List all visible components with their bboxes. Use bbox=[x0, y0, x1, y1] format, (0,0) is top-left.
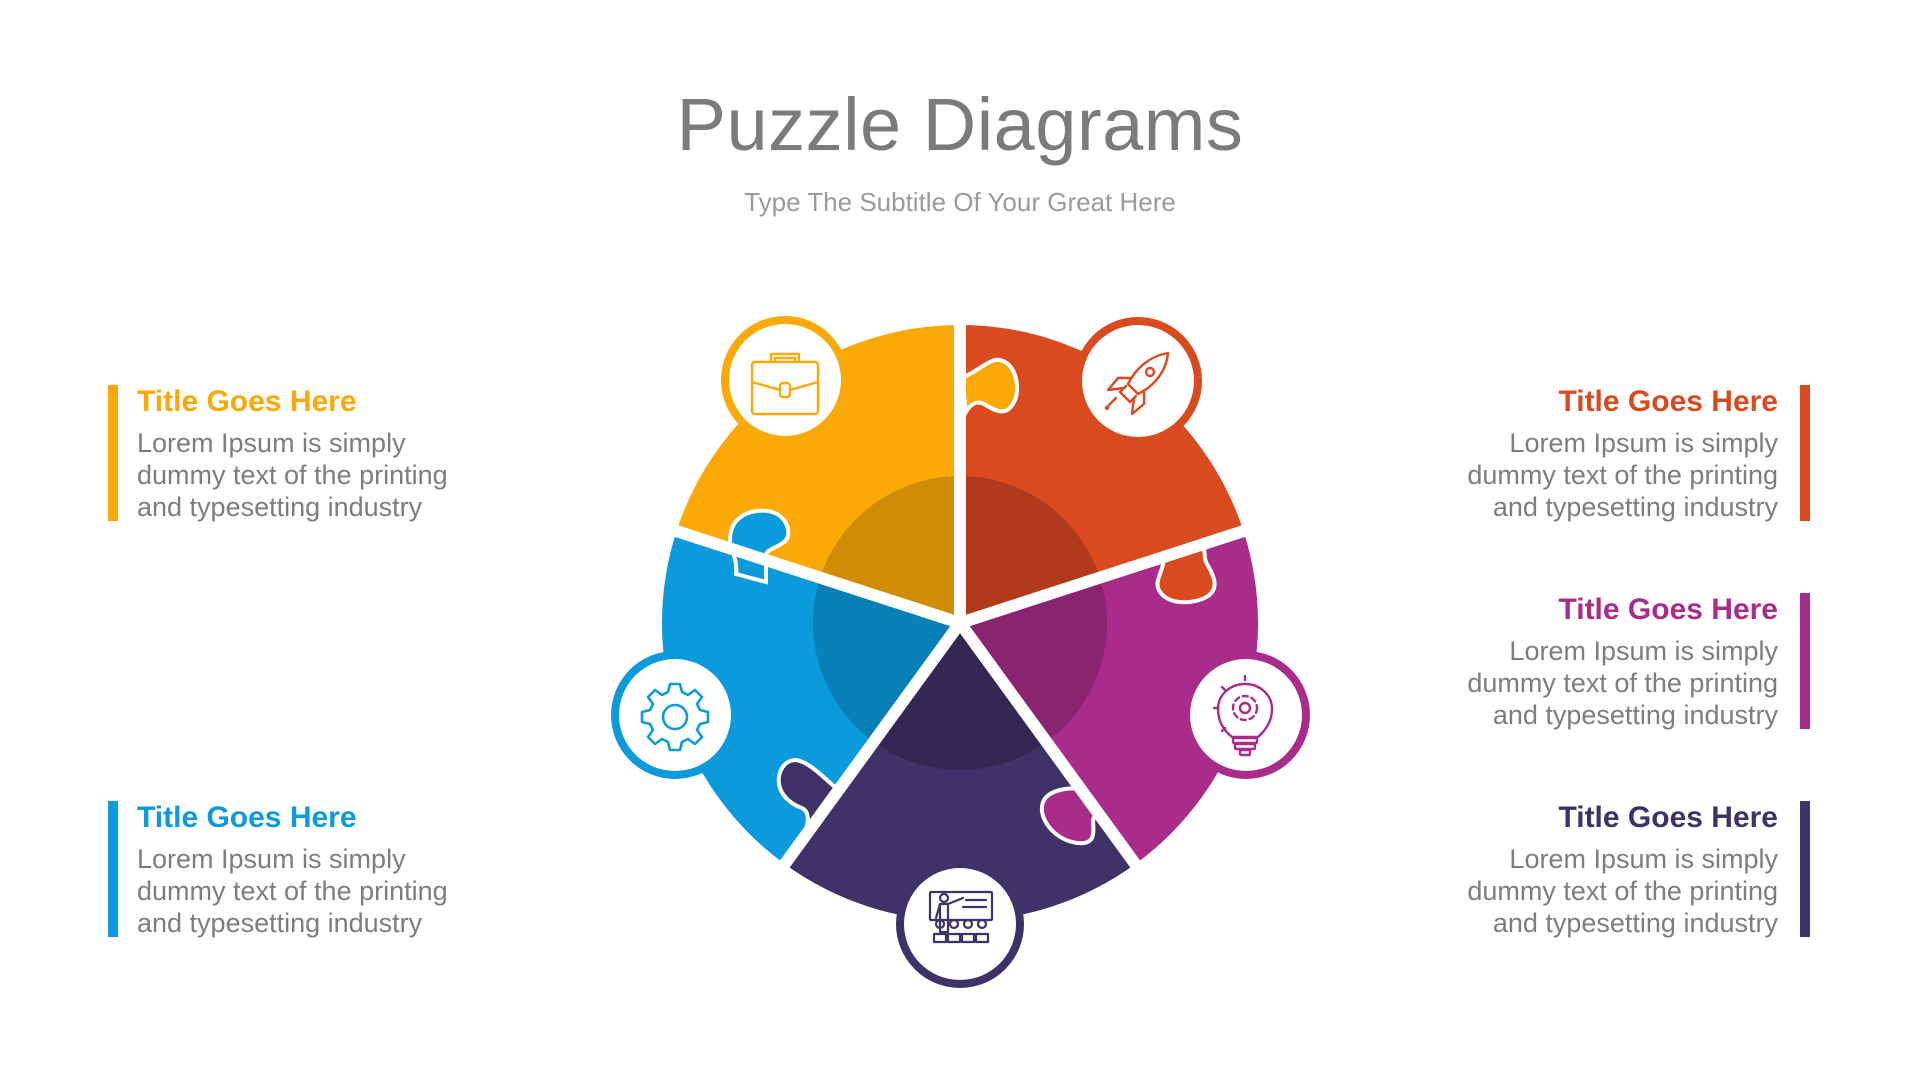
icon-circle-red[interactable] bbox=[1074, 317, 1202, 445]
block-description: Lorem Ipsum is simply dummy text of the … bbox=[1418, 843, 1778, 939]
briefcase-icon bbox=[750, 352, 820, 416]
description-line: Lorem Ipsum is simply bbox=[137, 844, 406, 874]
icon-circle-blue[interactable] bbox=[611, 651, 739, 779]
description-line: dummy text of the printing bbox=[1467, 668, 1778, 698]
lightbulb-gear-icon bbox=[1212, 674, 1274, 757]
description-line: dummy text of the printing bbox=[1467, 460, 1778, 490]
icon-circle-purple[interactable] bbox=[896, 860, 1024, 988]
text-block-bottom-left: Title Goes Here Lorem Ipsum is simply du… bbox=[108, 801, 497, 939]
description-line: and typesetting industry bbox=[137, 492, 423, 522]
icon-circle-magenta[interactable] bbox=[1182, 651, 1310, 779]
description-line: Lorem Ipsum is simply bbox=[1509, 428, 1778, 458]
text-block-top-right: Title Goes Here Lorem Ipsum is simply du… bbox=[1418, 385, 1810, 523]
block-description: Lorem Ipsum is simply dummy text of the … bbox=[1418, 635, 1778, 731]
accent-bar bbox=[1800, 385, 1810, 521]
block-description: Lorem Ipsum is simply dummy text of the … bbox=[137, 843, 497, 939]
description-line: Lorem Ipsum is simply bbox=[1509, 636, 1778, 666]
accent-bar bbox=[108, 385, 118, 521]
description-line: and typesetting industry bbox=[1492, 700, 1778, 730]
page-title: Puzzle Diagrams bbox=[676, 83, 1244, 166]
description-line: and typesetting industry bbox=[137, 908, 423, 938]
accent-bar bbox=[1800, 593, 1810, 729]
accent-bar bbox=[1800, 801, 1810, 937]
icon-circle-orange[interactable] bbox=[721, 316, 849, 444]
description-line: dummy text of the printing bbox=[137, 460, 448, 490]
text-block-top-left: Title Goes Here Lorem Ipsum is simply du… bbox=[108, 385, 497, 523]
puzzle-pieces bbox=[661, 315, 1259, 922]
piece-gaps bbox=[665, 315, 1255, 876]
description-line: and typesetting industry bbox=[1492, 908, 1778, 938]
description-line: and typesetting industry bbox=[1492, 492, 1778, 522]
block-title: Title Goes Here bbox=[1558, 801, 1778, 834]
page-subtitle: Type The Subtitle Of Your Great Here bbox=[744, 187, 1176, 217]
gear-icon bbox=[640, 682, 710, 752]
text-block-bottom-right: Title Goes Here Lorem Ipsum is simply du… bbox=[1418, 801, 1810, 939]
block-description: Lorem Ipsum is simply dummy text of the … bbox=[137, 427, 497, 523]
description-line: dummy text of the printing bbox=[1467, 876, 1778, 906]
rocket-icon bbox=[1104, 351, 1170, 416]
description-line: Lorem Ipsum is simply bbox=[1509, 844, 1778, 874]
description-line: Lorem Ipsum is simply bbox=[137, 428, 406, 458]
puzzle-piece-purple[interactable] bbox=[784, 623, 1136, 922]
description-line: dummy text of the printing bbox=[137, 876, 448, 906]
block-title: Title Goes Here bbox=[1558, 593, 1778, 626]
accent-bar bbox=[108, 801, 118, 937]
presentation-icon bbox=[928, 890, 994, 944]
block-description: Lorem Ipsum is simply dummy text of the … bbox=[1418, 427, 1778, 523]
text-block-middle-right: Title Goes Here Lorem Ipsum is simply du… bbox=[1418, 593, 1810, 731]
block-title: Title Goes Here bbox=[1558, 385, 1778, 418]
block-title: Title Goes Here bbox=[137, 801, 357, 834]
block-title: Title Goes Here bbox=[137, 385, 357, 418]
